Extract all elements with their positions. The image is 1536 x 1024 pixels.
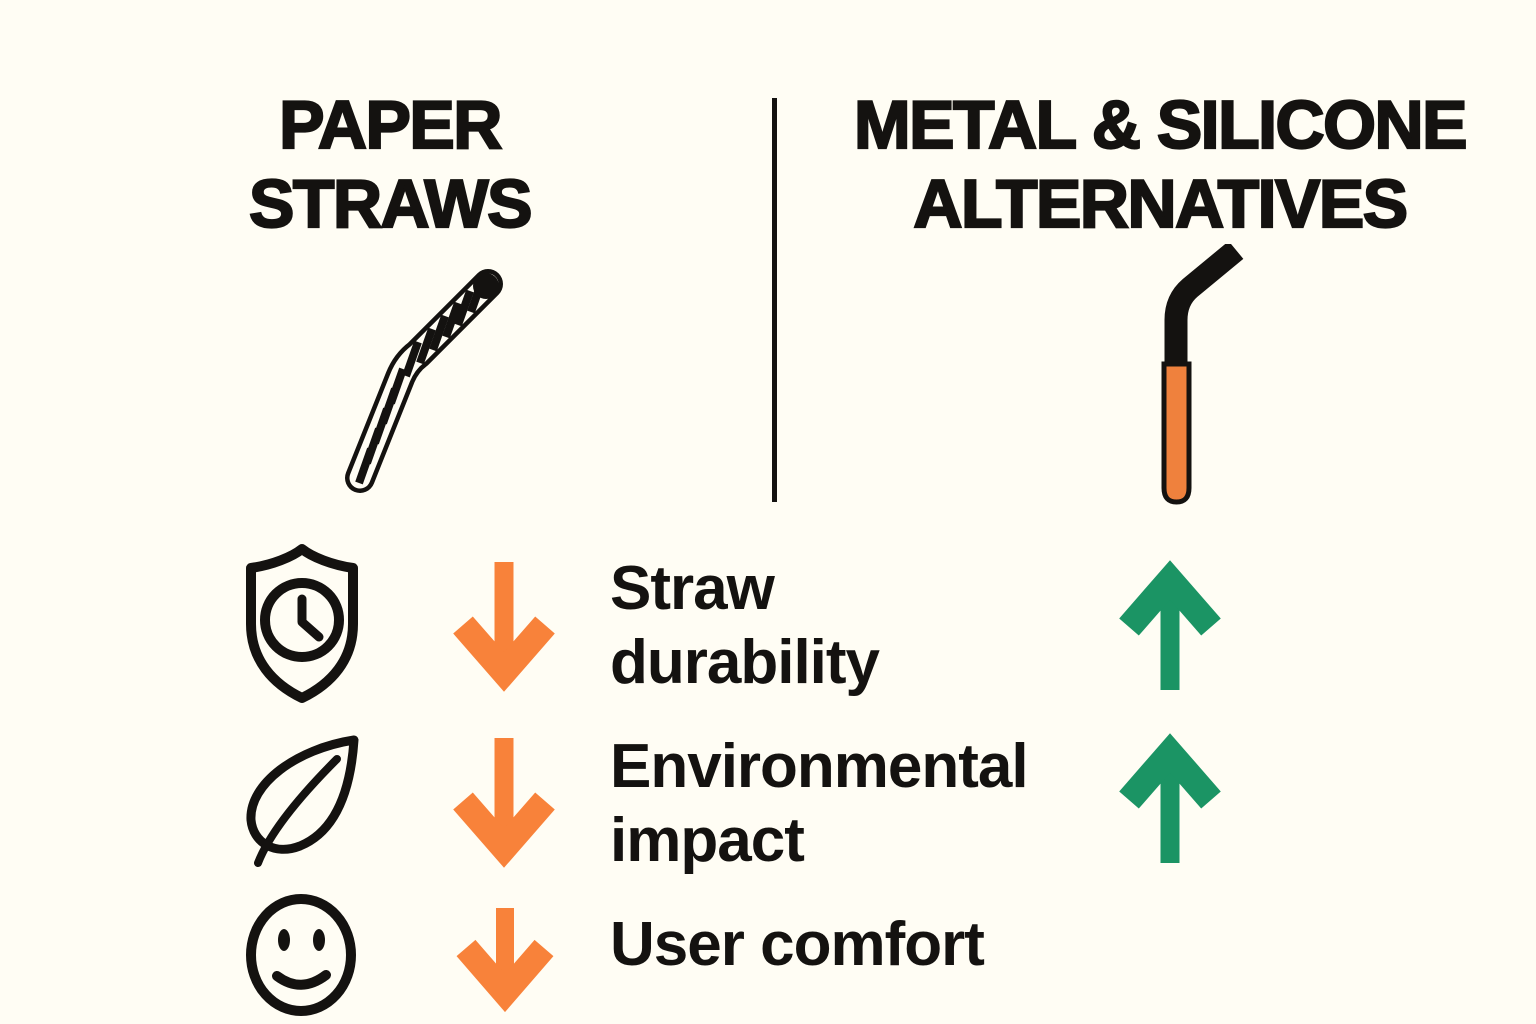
environment-label: Environmental impact — [610, 730, 1029, 878]
smiley-icon — [245, 892, 357, 1018]
shield-clock-icon — [240, 541, 365, 706]
comfort-label: User comfort — [610, 908, 985, 982]
environment-label-line2: impact — [610, 806, 805, 875]
down-arrow-icon — [452, 734, 556, 868]
column-divider — [772, 98, 777, 502]
metal-silicone-title: METAL & SILICONE ALTERNATIVES — [810, 86, 1510, 244]
leaf-icon — [238, 732, 366, 868]
metal-silicone-title-line1: METAL & SILICONE — [853, 86, 1469, 164]
down-arrow-icon — [455, 906, 555, 1012]
paper-straws-title-line2: STRAWS — [248, 165, 534, 243]
paper-straws-title: PAPER STRAWS — [120, 86, 660, 244]
paper-straw-icon — [338, 266, 508, 496]
durability-label-line1: Straw — [610, 554, 775, 623]
durability-label-line2: durability — [610, 628, 880, 697]
environment-label-line1: Environmental — [610, 732, 1029, 801]
paper-straws-title-line1: PAPER — [278, 86, 503, 164]
down-arrow-icon — [452, 558, 556, 692]
durability-label: Straw durability — [610, 552, 880, 700]
comfort-label-line1: User comfort — [610, 910, 985, 979]
metal-silicone-title-line2: ALTERNATIVES — [912, 165, 1409, 243]
up-arrow-icon — [1118, 560, 1222, 694]
metal-silicone-straw-icon — [1152, 244, 1252, 509]
up-arrow-icon — [1118, 733, 1222, 867]
